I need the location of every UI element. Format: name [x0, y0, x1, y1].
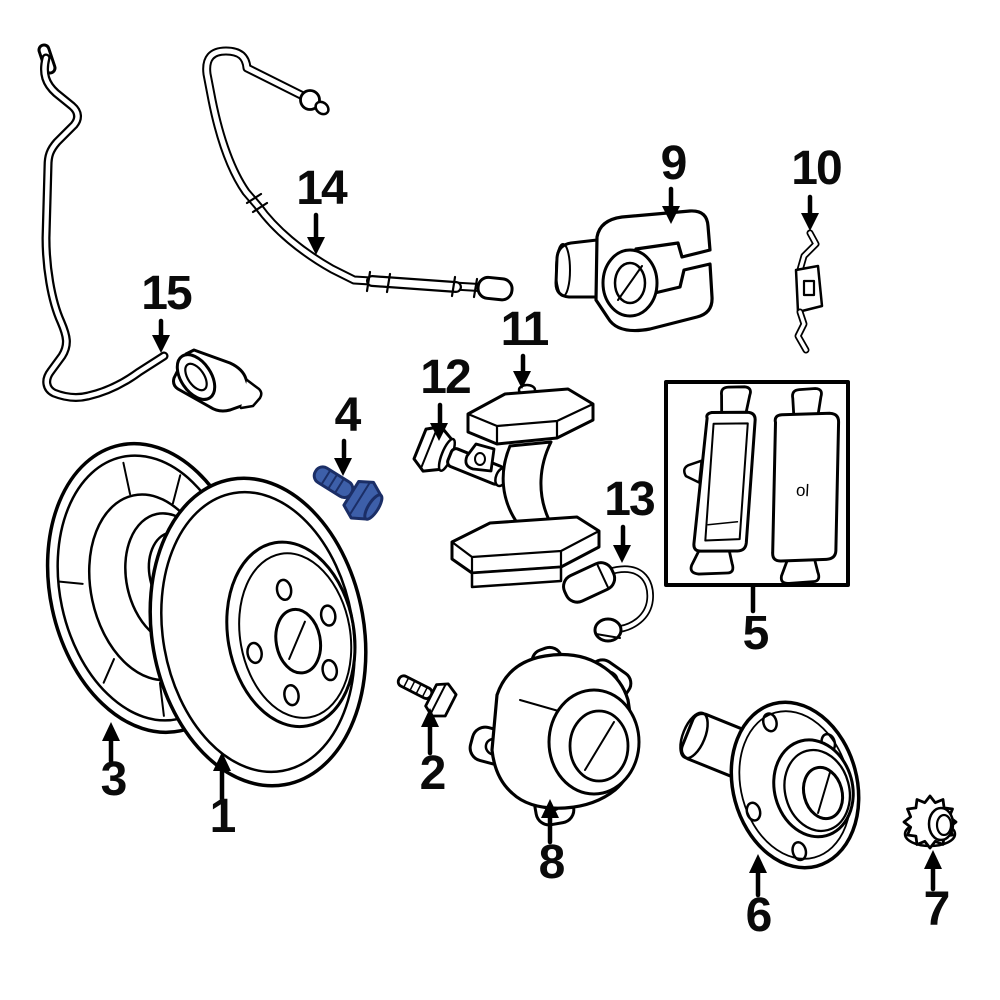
callout-9-arrow: [662, 186, 680, 224]
part-2-bolt: [396, 674, 458, 718]
part-15-abs-sensor: [37, 43, 263, 413]
callout-11-arrow: [513, 353, 531, 389]
part-11-caliper-bracket: [450, 383, 601, 589]
callout-4-label: 4: [334, 389, 362, 442]
callout-15-arrow: [152, 318, 170, 353]
callout-13-arrow: [613, 524, 631, 563]
callout-7-arrow: [924, 850, 942, 892]
brake-pad-left: [683, 385, 757, 576]
part-8-bearing-housing: [468, 645, 641, 827]
callout-14-arrow: [307, 212, 325, 255]
callout-3-label: 3: [100, 753, 128, 806]
callout-6-arrow: [749, 854, 767, 898]
callout-15-label: 15: [141, 267, 192, 320]
callout-12-arrow: [430, 402, 448, 441]
callout-13-label: 13: [604, 473, 655, 526]
part-6-wheel-hub: [679, 700, 861, 870]
callout-2-label: 2: [419, 747, 447, 800]
callout-5-label: 5: [742, 607, 770, 660]
callout-2-arrow: [421, 708, 439, 756]
callout-9-label: 9: [660, 137, 688, 190]
callout-1-arrow: [213, 752, 231, 802]
callout-8-arrow: [541, 799, 559, 845]
part-5-brake-pad-set: ol: [664, 380, 850, 587]
pad-marking: ol: [795, 481, 809, 501]
callout-arrows: [102, 186, 942, 898]
callout-3-arrow: [102, 722, 120, 764]
part-7-axle-nut: [902, 794, 958, 850]
callout-7-label: 7: [923, 883, 951, 936]
part-1-brake-rotor: [148, 476, 368, 788]
callout-10-arrow: [801, 194, 819, 231]
part-14-brake-pipe: [202, 46, 514, 302]
callout-6-label: 6: [745, 889, 773, 942]
callout-11-label: 11: [500, 303, 550, 356]
callout-1-label: 1: [209, 790, 237, 843]
part-9-brake-caliper: [554, 209, 714, 333]
callout-10-label: 10: [791, 142, 842, 195]
part-13-wear-sensor: [562, 561, 654, 643]
callout-12-label: 12: [420, 351, 471, 404]
brake-pad-right: ol: [771, 387, 841, 585]
callout-14-label: 14: [296, 162, 347, 215]
part-10-retaining-clip: [794, 229, 824, 354]
part-4-caliper-bolt-highlighted: [312, 465, 384, 521]
callout-4-arrow: [334, 438, 352, 476]
callout-8-label: 8: [538, 836, 566, 889]
